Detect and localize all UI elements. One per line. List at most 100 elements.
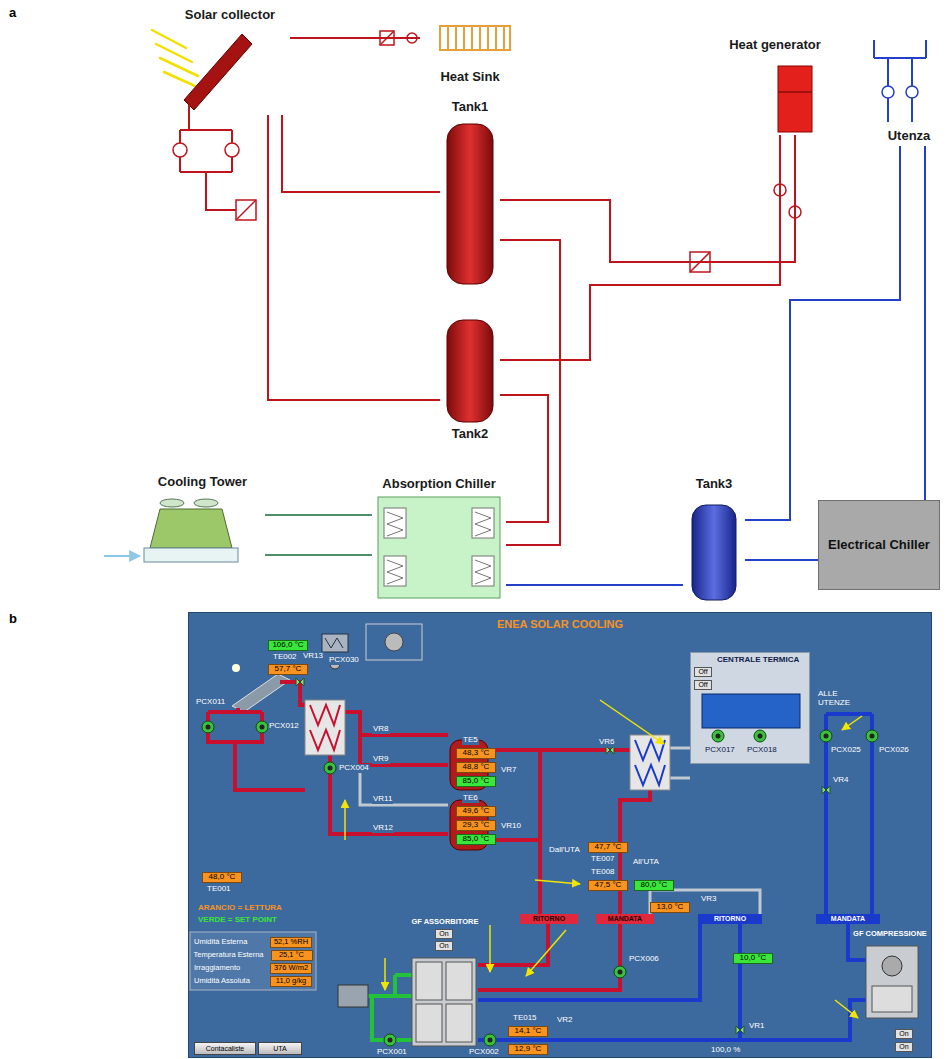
pipe-connector <box>282 115 440 192</box>
pump-symbol <box>866 730 878 742</box>
tower-icon <box>150 509 232 548</box>
pipe-connector <box>290 37 420 39</box>
pipe-connector <box>500 395 548 522</box>
state-button: Off <box>694 667 712 677</box>
pump-hub <box>388 1038 393 1043</box>
node-text: Tank2 <box>452 427 489 442</box>
pump-hub <box>758 734 763 739</box>
reading-box: 48,3 °C <box>456 748 496 759</box>
pump-symbol <box>484 1034 496 1046</box>
component-tag: VR9 <box>372 755 390 764</box>
node-text: ENEA SOLAR COOLING <box>497 618 623 630</box>
highlight-arrow <box>535 880 580 884</box>
reading-box: 48,0 °C <box>202 872 242 883</box>
node-text: 85,0 °C <box>463 777 490 786</box>
pump-hub <box>618 970 623 975</box>
setpoint-box: 80,0 °C <box>634 880 674 891</box>
header-band: RITORNO <box>520 914 578 924</box>
header-band: RITORNO <box>698 914 762 924</box>
hot-pipe <box>208 708 305 790</box>
hot-pipe <box>330 755 448 834</box>
node-text: RITORNO <box>714 915 746 923</box>
node-text: Off <box>698 668 707 676</box>
pipe-connector <box>924 146 926 500</box>
screen-ground <box>188 612 932 1058</box>
cooling-tower: Cooling Tower <box>140 475 265 565</box>
component-tag: PCX018 <box>746 746 778 755</box>
node-text: Umidità Esterna <box>194 938 247 946</box>
node-text: Heat Sink <box>440 70 499 85</box>
table-ground <box>190 932 316 990</box>
pump-symbol <box>882 86 894 98</box>
reading-box: 48,8 °C <box>456 762 496 773</box>
chiller-coil <box>384 508 494 586</box>
component-tag: PCX011 <box>195 698 226 707</box>
cold-pipe <box>478 924 866 1040</box>
node-text: 47,5 °C <box>595 881 622 890</box>
reading-value: 25,1 °C <box>271 950 313 960</box>
node-text: MANDATA <box>831 915 865 923</box>
user-load: Utenza <box>878 126 940 146</box>
highlight-arrow <box>489 925 491 972</box>
pipe-connector <box>500 240 560 545</box>
absorber-coil <box>416 1004 442 1042</box>
node-text: CENTRALE TERMICA <box>717 656 799 665</box>
pump-hub <box>716 734 721 739</box>
component-tag: TE6 <box>462 794 479 803</box>
node-text: On <box>899 1030 908 1038</box>
panel-letter: a <box>8 6 17 21</box>
heat-generator: Heat generator <box>720 38 830 135</box>
highlight-arrow <box>384 958 386 990</box>
state-button: On <box>435 941 453 951</box>
idle-pipe <box>360 748 760 914</box>
node-text: GF ASSORBITORE <box>411 918 478 926</box>
hot-pipe <box>280 682 305 705</box>
component-tag: PCX012 <box>268 722 300 731</box>
node-text: GF COMPRESSIONE <box>853 930 927 938</box>
dry-cooler-icon <box>366 624 422 660</box>
weather-row: Temperatura Esterna 25,1 °C <box>193 950 314 961</box>
node-text: Umidità Assoluta <box>194 977 250 985</box>
reading-box: 47,5 °C <box>588 880 628 891</box>
destination-tag: ALLE UTENZE <box>817 690 861 708</box>
boiler-line <box>778 92 812 93</box>
pump-symbol <box>256 721 268 733</box>
component-tag: All'UTA <box>632 858 660 867</box>
chiller-coil <box>475 560 491 584</box>
scada-screen: ENEA SOLAR COOLING106,0 °C57,7 °C48,0 °C… <box>188 612 932 1058</box>
component-tag: TE5 <box>462 736 479 745</box>
node-text: 10,0 °C <box>740 954 767 963</box>
radiator-icon <box>322 634 348 652</box>
absorber-coil <box>446 962 472 1000</box>
node-text: 12,9 °C <box>515 1045 542 1054</box>
machine-group: GF COMPRESSIONEOnOn <box>850 930 930 1058</box>
panel-letter: b <box>8 612 18 627</box>
node-text: Temperatura Esterna <box>194 951 264 959</box>
pump-symbol <box>712 730 724 742</box>
tower-icon <box>194 499 218 507</box>
tank <box>447 320 493 422</box>
node-text: Cooling Tower <box>158 475 247 490</box>
cooling-pipe <box>368 975 412 1040</box>
collector-panel <box>184 34 252 110</box>
valve-symbol <box>296 678 830 1034</box>
weather-row: Umidità Assoluta11,0 g/kg <box>193 976 313 987</box>
component-tag: VR3 <box>700 895 718 904</box>
exchanger-coil <box>635 765 665 785</box>
component-tag: VR8 <box>372 725 390 734</box>
valve-symbol <box>296 678 304 686</box>
highlight-arrow <box>835 1000 858 1018</box>
pump-hub <box>488 1038 493 1043</box>
exchanger-coil <box>310 730 340 750</box>
component-tag: PCX026 <box>878 746 910 755</box>
highlight-arrow <box>842 716 862 730</box>
heat-sink-coil <box>440 26 510 50</box>
node-text: 14,1 °C <box>515 1027 542 1036</box>
legend-note: VERDE = SET POINT <box>197 916 278 925</box>
reading-box: 49,6 °C <box>456 806 496 817</box>
tank <box>692 505 736 600</box>
heat-exchanger <box>236 200 256 220</box>
node-text: 13,0 °C <box>657 903 684 912</box>
node-text: 48,8 °C <box>463 763 490 772</box>
cooling-pipe <box>368 975 412 1040</box>
